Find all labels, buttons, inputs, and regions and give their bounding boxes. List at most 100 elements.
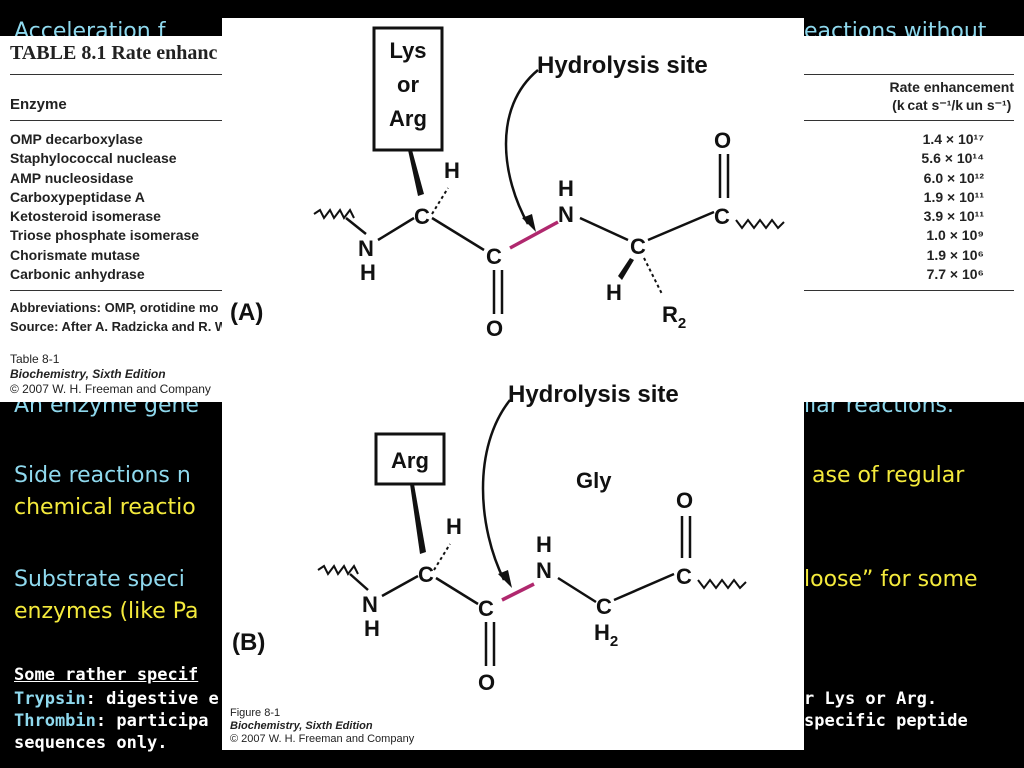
atom-n: N bbox=[362, 592, 378, 617]
table-cell: 1.9 × 10¹¹ bbox=[923, 188, 984, 205]
bond bbox=[435, 576, 479, 606]
slide-line-6a: enzymes (like Pa bbox=[14, 599, 199, 624]
atom-n: N bbox=[358, 236, 374, 261]
figure-caption: Figure 8-1 Biochemistry, Sixth Edition ©… bbox=[230, 707, 415, 745]
bond bbox=[349, 573, 369, 591]
atom-h: H bbox=[536, 532, 552, 557]
hydrolysis-site-label-a: Hydrolysis site bbox=[537, 52, 708, 79]
atom-h: H bbox=[360, 260, 376, 285]
atom-c: C bbox=[676, 564, 692, 589]
atom-c: C bbox=[478, 596, 494, 621]
slide-line-9a: Thrombin: participa bbox=[14, 711, 209, 731]
bond bbox=[345, 217, 367, 235]
bond bbox=[579, 216, 629, 242]
atom-c: C bbox=[418, 562, 434, 587]
atom-h: H bbox=[364, 616, 380, 641]
slide-line-7a: Some rather specif bbox=[14, 665, 199, 685]
bond bbox=[377, 216, 415, 242]
slide-line-4a: chemical reactio bbox=[14, 495, 196, 520]
table-row: OMP decarboxylase bbox=[10, 131, 143, 147]
table-row: Carbonic anhydrase bbox=[10, 266, 145, 283]
box-text-arg: Arg bbox=[391, 448, 429, 473]
table-row: Carboxypeptidase A bbox=[10, 188, 145, 205]
atom-h: H bbox=[446, 514, 462, 539]
slide-line-10: sequences only. bbox=[14, 733, 168, 753]
bond bbox=[613, 572, 675, 602]
wedge-bond bbox=[410, 484, 426, 554]
atom-r2: R2 bbox=[662, 302, 686, 332]
box-lys-or-arg bbox=[372, 26, 444, 152]
hash-bond bbox=[431, 187, 449, 215]
atom-o: O bbox=[478, 670, 495, 695]
table-caption: Table 8-1 Biochemistry, Sixth Edition © … bbox=[10, 352, 211, 396]
slide-line-5a: Substrate speci bbox=[14, 567, 185, 592]
bond bbox=[431, 216, 485, 252]
table-row: Staphylococcal nuclease bbox=[10, 150, 177, 167]
atom-h: H bbox=[606, 280, 622, 305]
atom-c: C bbox=[714, 204, 730, 229]
peptide-bond-highlight bbox=[509, 220, 559, 250]
gly-label: Gly bbox=[576, 468, 612, 493]
hash-bond bbox=[643, 257, 663, 295]
slide-line-8a: Trypsin: digestive e bbox=[14, 689, 219, 709]
wedge-bond bbox=[408, 150, 424, 196]
atom-o: O bbox=[714, 128, 731, 153]
bond bbox=[647, 210, 715, 242]
arrow-head-b bbox=[498, 570, 512, 588]
atom-h2: H2 bbox=[594, 620, 618, 650]
hydrolysis-site-label-b: Hydrolysis site bbox=[508, 381, 679, 408]
box-text-lys: Lys bbox=[389, 38, 426, 63]
table-cell: 5.6 × 10¹⁴ bbox=[921, 150, 984, 167]
hydrolysis-arrow-b bbox=[481, 399, 511, 581]
bond bbox=[381, 574, 419, 598]
table-cell: 3.9 × 10¹¹ bbox=[923, 208, 984, 225]
table-cell: 1.0 × 10⁹ bbox=[926, 227, 984, 244]
atom-c: C bbox=[486, 244, 502, 269]
table-row: Triose phosphate isomerase bbox=[10, 227, 200, 244]
atom-o: O bbox=[676, 488, 693, 513]
table-cell: 6.0 × 10¹² bbox=[923, 169, 984, 186]
table-row: Chorismate mutase bbox=[10, 246, 140, 263]
slide-line-3b: ase of regular bbox=[812, 463, 965, 488]
box-text-or: or bbox=[397, 72, 419, 97]
wedge-bond bbox=[618, 258, 634, 280]
table-col-rate: Rate enhancement (k cat s⁻¹/k un s⁻¹) bbox=[889, 79, 1014, 113]
atom-n: N bbox=[536, 558, 552, 583]
table-value-list: 1.4 × 10¹⁷ 5.6 × 10¹⁴ 6.0 × 10¹² 1.9 × 1… bbox=[921, 130, 984, 284]
atom-c: C bbox=[596, 594, 612, 619]
atom-c: C bbox=[414, 204, 430, 229]
box-text-arg: Arg bbox=[389, 106, 427, 131]
slide-line-5b: loose” for some bbox=[804, 567, 978, 592]
figure-label-b: (B) bbox=[232, 629, 265, 656]
figure-drawing: Lys or Arg Hydrolysis site N H C H C O H… bbox=[230, 26, 785, 695]
atom-o: O bbox=[486, 316, 503, 341]
table-title: TABLE 8.1 Rate enhanc bbox=[10, 42, 218, 64]
slide-line-8b: r Lys or Arg. bbox=[804, 689, 938, 709]
table-footnotes: Abbreviations: OMP, orotidine mo Source:… bbox=[10, 300, 228, 334]
table-row: AMP nucleosidase bbox=[10, 169, 134, 186]
table-enzyme-list: OMP decarboxylase Staphylococcal nucleas… bbox=[10, 130, 199, 284]
table-col-enzyme: Enzyme bbox=[10, 96, 67, 113]
atom-h: H bbox=[558, 176, 574, 201]
peptide-bond-highlight bbox=[501, 582, 535, 602]
figure-part-b: Hydrolysis site Arg Gly H N H C C O H N … bbox=[232, 381, 747, 695]
chain-squiggle-left-b bbox=[317, 564, 359, 576]
figure-panel: Lys or Arg Hydrolysis site N H C H C O H… bbox=[222, 18, 804, 750]
table-cell: 7.7 × 10⁶ bbox=[926, 266, 984, 283]
slide-line-3a: Side reactions n bbox=[14, 463, 191, 488]
atom-c: C bbox=[630, 234, 646, 259]
chain-squiggle-right-b bbox=[697, 578, 747, 590]
hash-bond bbox=[433, 543, 451, 571]
chain-squiggle-left-a bbox=[313, 208, 355, 220]
box-arg bbox=[374, 432, 446, 486]
figure-label-a: (A) bbox=[230, 299, 263, 326]
atom-h: H bbox=[444, 158, 460, 183]
figure-part-a: Lys or Arg Hydrolysis site N H C H C O H… bbox=[230, 26, 785, 341]
hydrolysis-arrow-a bbox=[504, 69, 539, 225]
chain-squiggle-right-a bbox=[735, 218, 785, 230]
table-row: Ketosteroid isomerase bbox=[10, 208, 161, 225]
table-cell: 1.9 × 10⁶ bbox=[926, 246, 984, 263]
slide-line-9b: specific peptide bbox=[804, 711, 968, 731]
table-cell: 1.4 × 10¹⁷ bbox=[922, 131, 984, 147]
atom-n: N bbox=[558, 202, 574, 227]
